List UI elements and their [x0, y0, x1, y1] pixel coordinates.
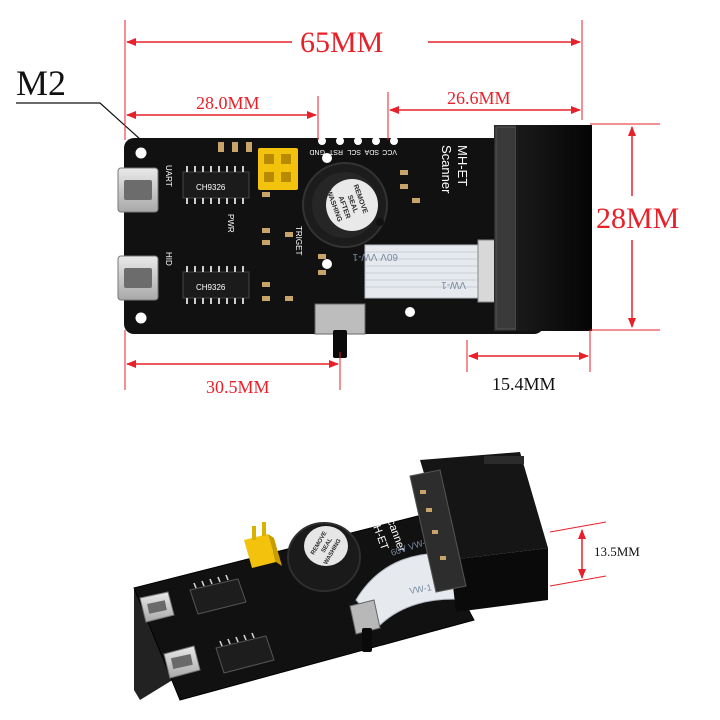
perspective-view: REMOVE SEAL WASHING MH-ET Scanner 60V VW…	[133, 452, 640, 701]
ribbon-cable: 60V VW-1 VW-1	[352, 239, 501, 303]
mount-hole	[322, 153, 332, 163]
ribbon-print-2: VW-1	[409, 582, 433, 596]
scanner-module-perspective	[409, 452, 548, 612]
chip-top: CH9326	[182, 166, 250, 204]
mount-hole	[322, 259, 332, 269]
chip-marking: CH9326	[196, 283, 226, 292]
trigger-button-perspective	[349, 599, 381, 652]
dim-label-30-5: 30.5MM	[206, 377, 270, 397]
chip-bottom: CH9326	[182, 266, 250, 304]
top-view: M2 UART HID PWR CH9326	[16, 20, 679, 397]
ribbon-print-1: 60V VW-1	[352, 251, 398, 262]
pwr-label: PWR	[226, 214, 235, 233]
m2-leader-line	[16, 102, 142, 141]
pin-label-scl: SCL	[347, 148, 361, 155]
buzzer: REMOVE SEAL AFTER WASHING	[302, 162, 388, 248]
pin-header: GND RST SCL SDA VCC	[309, 137, 398, 155]
scanner-module	[494, 125, 592, 331]
trigger-label: TRIGET	[294, 226, 303, 255]
usb-port-perspective	[139, 591, 175, 623]
dim-ext-line	[549, 521, 607, 533]
chip-perspective	[215, 635, 275, 674]
dim-label-65: 65MM	[300, 26, 383, 59]
mount-hole	[405, 307, 415, 317]
ribbon-print-2: VW-1	[441, 279, 466, 290]
dim-label-26-6: 26.6MM	[447, 88, 511, 108]
pin-label-rst: RST	[328, 148, 343, 155]
dim-label-15-4: 15.4MM	[492, 374, 556, 394]
chip-perspective	[189, 578, 247, 615]
board-title-line2: Scanner	[439, 145, 454, 194]
buzzer-seal-sticker	[326, 179, 378, 231]
hid-label: HID	[164, 252, 173, 266]
usb-port-uart-opening	[124, 180, 152, 200]
m2-label: M2	[16, 63, 66, 103]
pin-label-gnd: GND	[309, 148, 325, 155]
uart-label: UART	[164, 165, 173, 187]
scanner-pcb-parts	[420, 490, 446, 560]
board-title-line1: MH-ET	[455, 145, 470, 186]
mount-hole	[135, 147, 147, 159]
chip-pins	[193, 574, 255, 647]
usb-port-hid-opening	[124, 268, 152, 288]
jumper-header	[258, 148, 298, 190]
trigger-button	[314, 303, 366, 358]
chip-marking: CH9326	[196, 183, 226, 192]
usb-port-perspective	[163, 645, 201, 679]
mount-hole	[135, 312, 147, 324]
jumper-perspective	[244, 522, 282, 568]
pin-label-vcc: VCC	[382, 148, 397, 155]
buzzer-perspective: REMOVE SEAL WASHING	[287, 522, 361, 592]
dim-label-13-5: 13.5MM	[594, 544, 640, 559]
dim-label-28-0: 28.0MM	[196, 93, 260, 113]
dim-label-28: 28MM	[596, 202, 679, 235]
pin-label-sda: SDA	[364, 148, 379, 155]
dim-ext-line	[549, 575, 607, 587]
